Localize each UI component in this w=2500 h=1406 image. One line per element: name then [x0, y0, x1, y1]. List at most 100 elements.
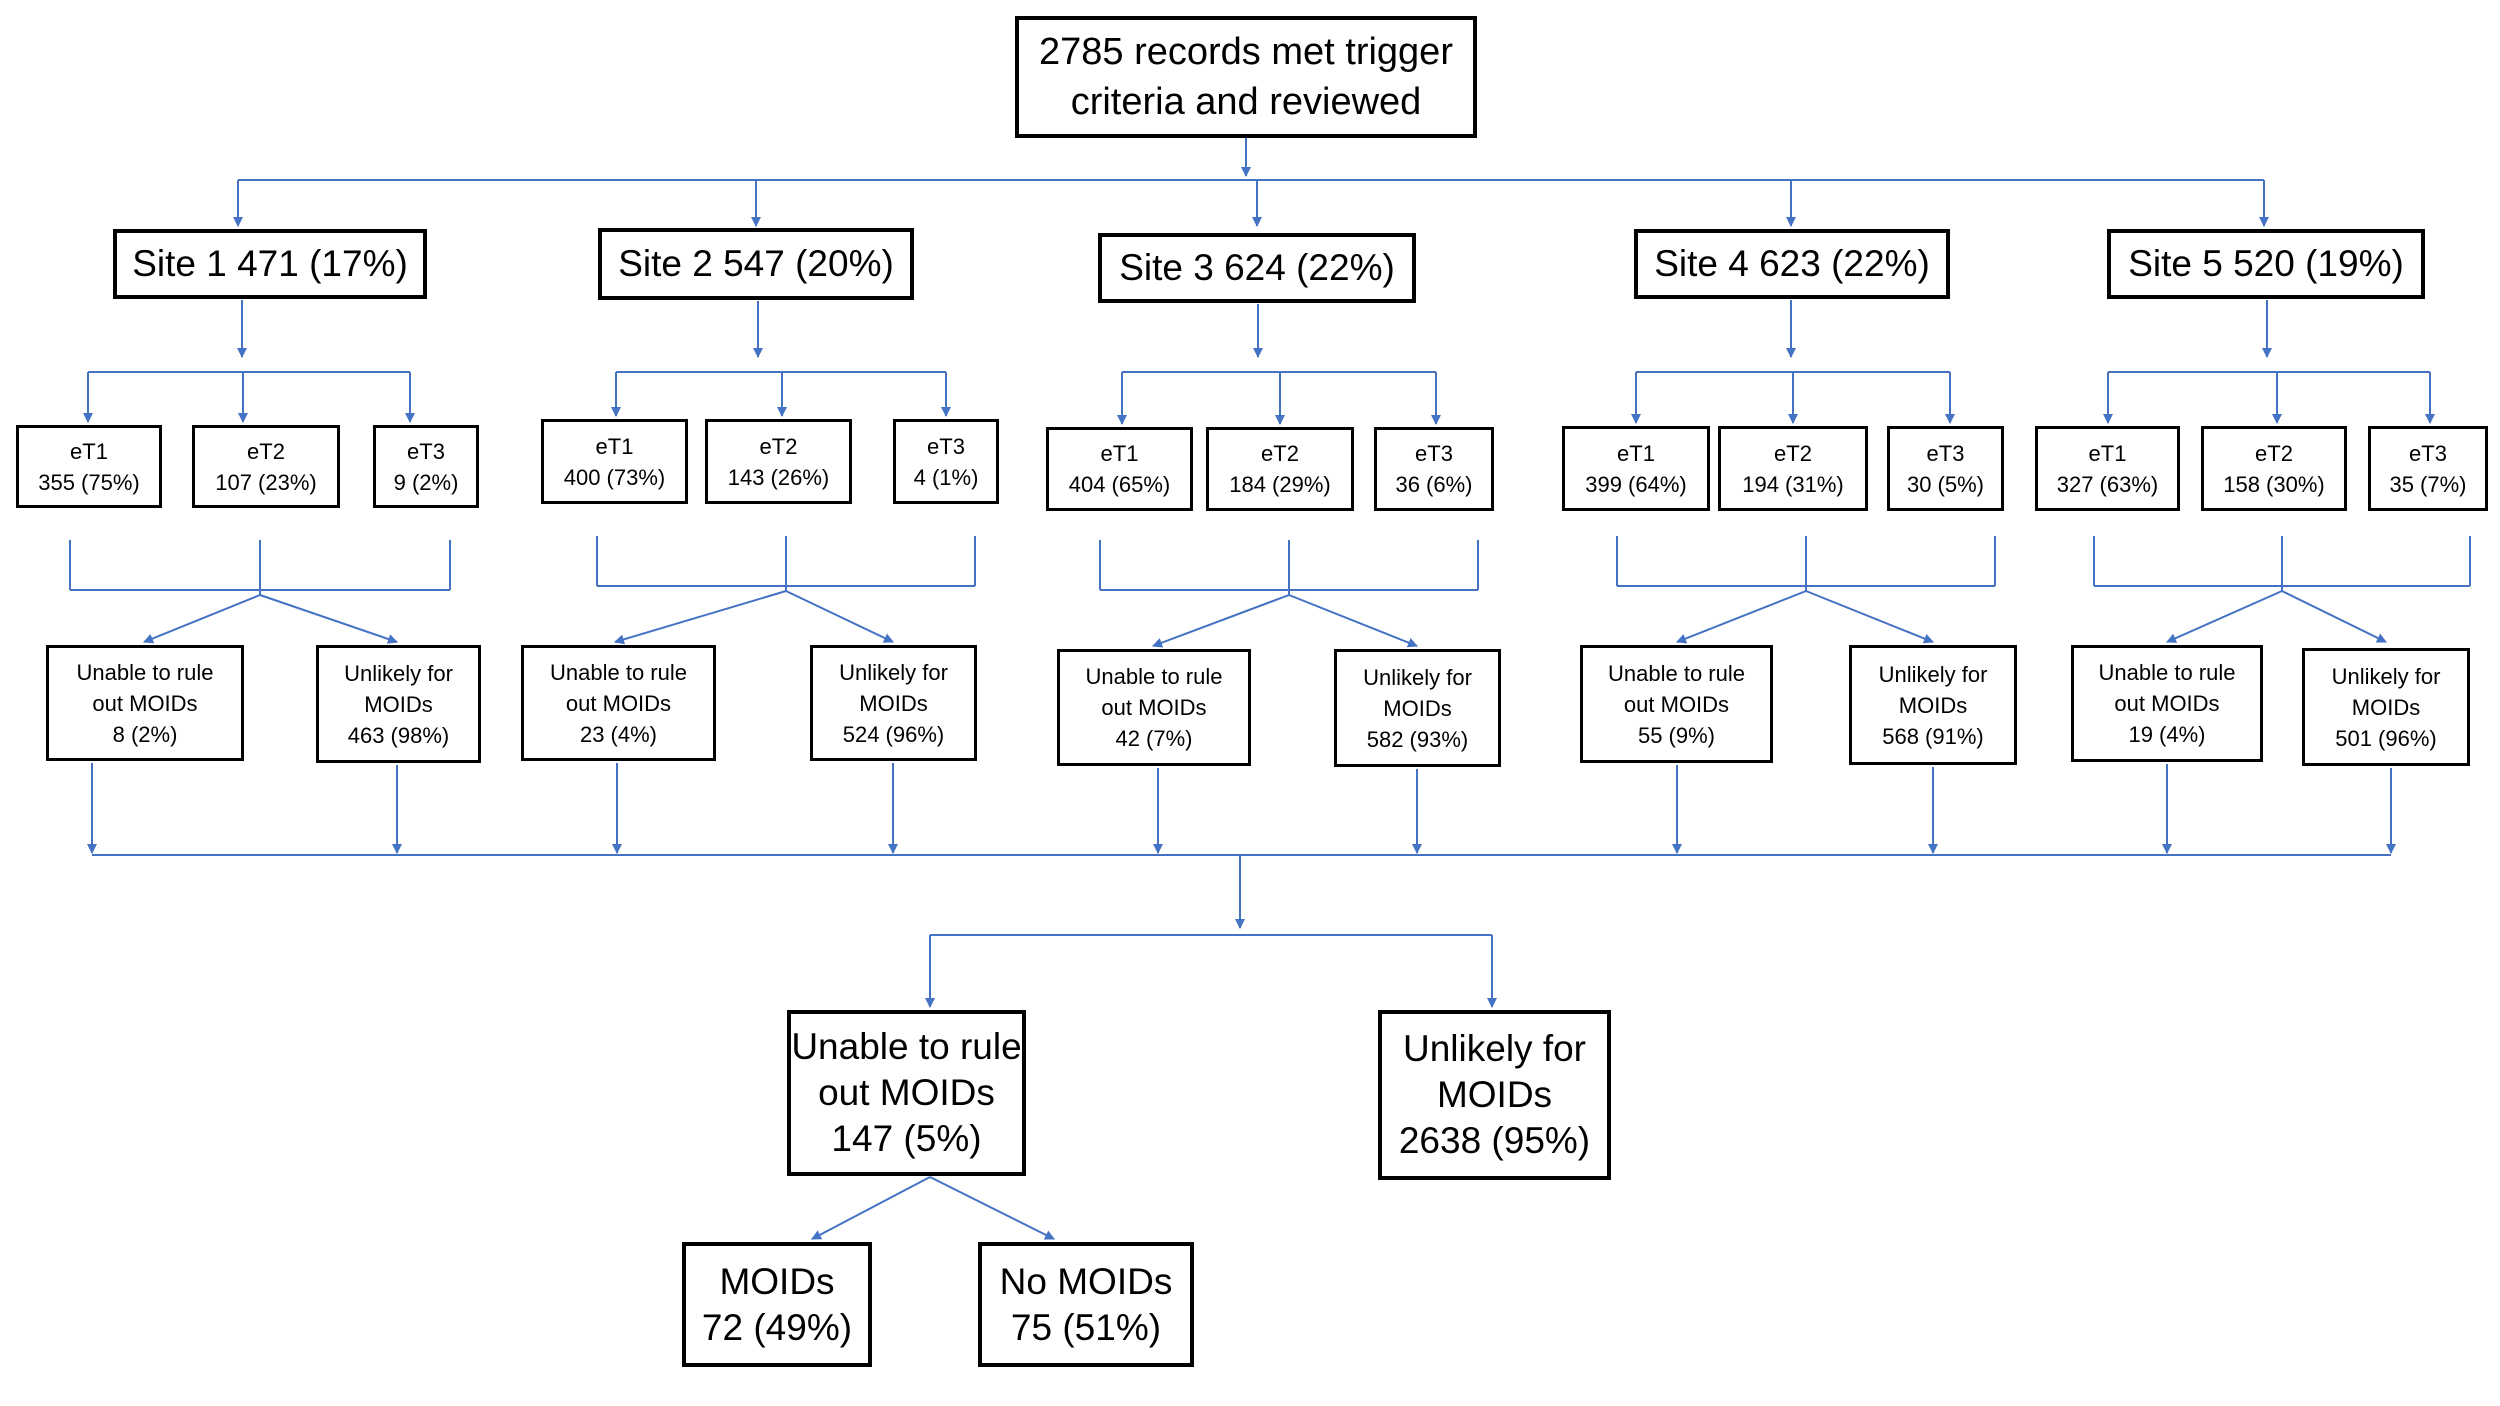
to-unable-arrow: [614, 590, 787, 645]
unlikely-value: 568 (91%): [1882, 723, 1984, 749]
top-records-line2: criteria and reviewed: [1070, 81, 1422, 123]
tier-value: 355 (75%): [38, 469, 140, 495]
unable-value: 55 (9%): [1637, 722, 1716, 748]
tier-value: 143 (26%): [727, 464, 830, 490]
unlikely-line1: Unlikely for: [1363, 664, 1472, 690]
site-3-et1-box: eT1 404 (65%): [1046, 427, 1193, 511]
tier-value: 35 (7%): [2389, 471, 2467, 497]
tier-name: eT3: [1415, 441, 1453, 466]
site-2-unlikely-box: Unlikely for MOIDs 524 (96%): [810, 645, 977, 761]
site-1-label: Site 1 471 (17%): [132, 243, 408, 284]
unlikely-line1: Unlikely for: [344, 660, 453, 686]
site-4-et3-box: eT3 30 (5%): [1887, 426, 2004, 511]
top-records-line1: 2785 records met trigger: [1039, 31, 1453, 73]
no-moids-value: 75 (51%): [1010, 1306, 1162, 1348]
unable-value: 23 (4%): [579, 721, 658, 747]
unable-line1: Unable to rule: [550, 659, 687, 685]
site-2-box: Site 2 547 (20%): [598, 228, 914, 300]
unlikely-value: 524 (96%): [842, 721, 945, 747]
site-5-unlikely-box: Unlikely for MOIDs 501 (96%): [2302, 648, 2470, 766]
site-4-et2-box: eT2 194 (31%): [1718, 426, 1868, 511]
moids-value: 72 (49%): [701, 1306, 853, 1348]
tier-value: 184 (29%): [1229, 472, 1331, 497]
unable-line1: Unable to rule: [1085, 664, 1223, 689]
site-3-label: Site 3 624 (22%): [1119, 247, 1395, 288]
site-5-et3-box: eT3 35 (7%): [2368, 426, 2488, 511]
tier-value: 327 (63%): [2056, 471, 2159, 497]
unable-value: 8 (2%): [112, 721, 178, 747]
tier-name: eT3: [927, 433, 965, 459]
site-4-et1-box: eT1 399 (64%): [1562, 426, 1710, 511]
unlikely-line2: MOIDs: [1383, 695, 1452, 721]
site-2-et2-box: eT2 143 (26%): [705, 419, 852, 504]
to-unable-arrow: [2166, 590, 2283, 643]
unable-line1: Unable to rule: [2098, 660, 2236, 685]
site-1-box: Site 1 471 (17%): [113, 229, 427, 299]
unable-line2: out MOIDs: [1101, 695, 1207, 720]
tier-name: eT2: [247, 438, 285, 464]
to-unlikely-arrow: [1805, 590, 1934, 644]
site-2-unable-box: Unable to rule out MOIDs 23 (4%): [521, 645, 716, 761]
site-5-label: Site 5 520 (19%): [2128, 243, 2404, 284]
unlikely-line1: Unlikely for: [1878, 661, 1988, 687]
tier-name: eT2: [759, 433, 798, 459]
site-4-label: Site 4 623 (22%): [1654, 243, 1930, 284]
site-4-unable-box: Unable to rule out MOIDs 55 (9%): [1580, 645, 1773, 763]
tier-value: 194 (31%): [1742, 471, 1844, 497]
total-unable-line1: Unable to rule: [791, 1026, 1022, 1067]
tier-value: 4 (1%): [913, 464, 979, 490]
site-4-unlikely-box: Unlikely for MOIDs 568 (91%): [1849, 645, 2017, 765]
unable-line1: Unable to rule: [76, 659, 214, 685]
to-unlikely-arrow: [259, 594, 398, 644]
moids-box: MOIDs 72 (49%): [682, 1242, 872, 1367]
site-3-unlikely-box: Unlikely for MOIDs 582 (93%): [1334, 649, 1501, 767]
site-4-box: Site 4 623 (22%): [1634, 229, 1950, 299]
unlikely-value: 463 (98%): [347, 722, 450, 748]
tier-name: eT1: [595, 433, 634, 459]
site-5-et2-box: eT2 158 (30%): [2201, 426, 2347, 511]
site-1-et2-box: eT2 107 (23%): [192, 425, 340, 508]
to-unable-arrow: [1676, 590, 1807, 644]
unlikely-line2: MOIDs: [364, 691, 433, 717]
site-5-box: Site 5 520 (19%): [2107, 229, 2425, 299]
tier-value: 36 (6%): [1395, 472, 1473, 497]
top-records-box: 2785 records met trigger criteria and re…: [1015, 16, 1477, 138]
site-2-label: Site 2 547 (20%): [618, 243, 894, 284]
site-3-et3-box: eT3 36 (6%): [1374, 427, 1494, 511]
tier-value: 107 (23%): [215, 469, 317, 495]
to-unlikely-arrow: [1288, 594, 1418, 648]
site-3-et2-box: eT2 184 (29%): [1206, 427, 1354, 511]
tier-value: 9 (2%): [393, 469, 459, 495]
site-5-et1-box: eT1 327 (63%): [2035, 426, 2180, 511]
to-unable-arrow: [143, 594, 261, 644]
tier-name: eT3: [407, 438, 445, 464]
total-unable-value: 147 (5%): [831, 1118, 982, 1159]
unlikely-line1: Unlikely for: [2331, 663, 2441, 689]
tier-name: eT2: [1774, 440, 1812, 466]
unable-value: 19 (4%): [2128, 722, 2206, 747]
unable-line1: Unable to rule: [1608, 660, 1745, 686]
unlikely-line2: MOIDs: [2351, 694, 2421, 720]
site-2-et3-box: eT3 4 (1%): [893, 419, 999, 504]
unlikely-line2: MOIDs: [859, 690, 928, 716]
site-5-unable-box: Unable to rule out MOIDs 19 (4%): [2071, 645, 2263, 762]
site-3-unable-box: Unable to rule out MOIDs 42 (7%): [1057, 649, 1251, 766]
total-unlikely-line2: MOIDs: [1436, 1074, 1553, 1115]
total-unable-box: Unable to rule out MOIDs 147 (5%): [787, 1010, 1026, 1176]
no-moids-label: No MOIDs: [999, 1260, 1173, 1302]
total-unlikely-value: 2638 (95%): [1398, 1120, 1591, 1161]
unlikely-line2: MOIDs: [1898, 692, 1968, 718]
tier-name: eT3: [1926, 440, 1965, 466]
tier-value: 30 (5%): [1906, 471, 1985, 497]
site-3-box: Site 3 624 (22%): [1098, 233, 1416, 303]
to-unable-arrow: [1152, 594, 1290, 648]
total-unlikely-line1: Unlikely for: [1403, 1028, 1586, 1069]
unable-value: 42 (7%): [1115, 726, 1193, 751]
total-unable-line2: out MOIDs: [818, 1072, 995, 1113]
site-1-et1-box: eT1 355 (75%): [16, 425, 162, 508]
to-no-moids-arrow: [929, 1176, 1055, 1240]
tier-name: eT1: [1100, 441, 1139, 466]
tier-value: 404 (65%): [1068, 472, 1171, 497]
total-unlikely-box: Unlikely for MOIDs 2638 (95%): [1378, 1010, 1611, 1180]
